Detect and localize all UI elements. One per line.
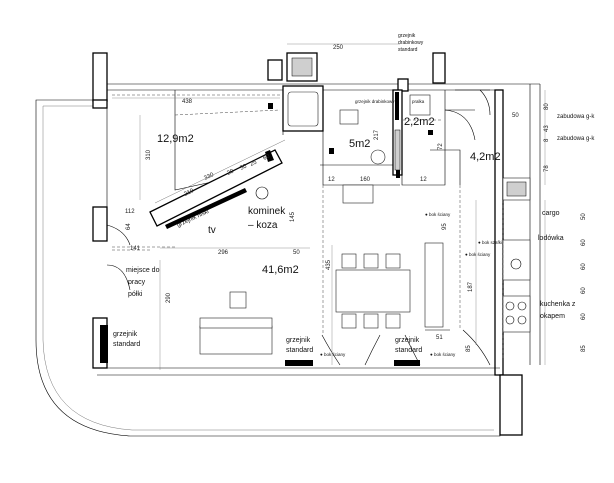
dim-50b: 50 xyxy=(293,250,300,256)
hall xyxy=(321,89,491,366)
dim-r-60b: 60 xyxy=(581,263,587,270)
dim-12a: 12 xyxy=(328,177,335,183)
dim-r-43: 43 xyxy=(544,125,550,132)
label-grzejnik-std-3b: standard xyxy=(395,347,422,354)
label-bok-4: ● bok ściany xyxy=(430,352,456,357)
dim-72: 72 xyxy=(438,143,444,150)
dim-12b: 12 xyxy=(420,177,427,183)
label-bok-1: ● bok ściany xyxy=(425,212,451,217)
label-bok-3: ● bok ściany xyxy=(465,252,491,257)
label-miejsce-1: miejsce do xyxy=(126,267,160,274)
dim-50c: 50 xyxy=(512,113,519,119)
dim-438: 438 xyxy=(182,99,193,105)
dim-310: 310 xyxy=(146,149,152,160)
label-zabudowa-1: zabudowa g-k xyxy=(557,114,595,120)
bath-area: 5m2 xyxy=(349,138,370,150)
dim-64: 64 xyxy=(126,223,132,230)
dim-51: 51 xyxy=(436,335,443,341)
dim-r-8: 8 xyxy=(544,138,550,142)
label-zabudowa-2: zabudowa g-k xyxy=(557,136,595,142)
label-cargo: cargo xyxy=(542,210,560,217)
dim-290: 290 xyxy=(166,292,172,303)
label-pralka: pralka xyxy=(412,99,425,104)
dim-r-60a: 60 xyxy=(581,239,587,246)
dim-296: 296 xyxy=(218,250,229,256)
dim-r-50: 50 xyxy=(581,213,587,220)
label-grzejnik-top-3: standard xyxy=(398,47,418,53)
living-room xyxy=(100,224,420,366)
label-grzejnik-std-2b: standard xyxy=(286,347,313,354)
kitchen xyxy=(502,177,531,360)
plan-labels: kominek – koza tv grzejnik niski grzejni… xyxy=(113,33,595,357)
dim-25: 25 xyxy=(249,159,258,168)
label-bok-2: ● bok szafki xyxy=(478,240,502,245)
label-miejsce-2: pracy xyxy=(128,279,146,286)
label-grzejnik-top-1: grzejnik xyxy=(398,33,416,39)
label-bok-5: ● bok ściany xyxy=(320,352,346,357)
dim-145: 145 xyxy=(290,211,296,222)
dim-187: 187 xyxy=(468,281,474,292)
dim-217: 217 xyxy=(374,129,380,140)
dim-r-78: 78 xyxy=(544,165,550,172)
label-grzejnik-top-2: drabinkowy xyxy=(398,40,424,46)
dim-r-80: 80 xyxy=(544,103,550,110)
dim-20: 20 xyxy=(226,168,235,177)
diagonal-tv-wall xyxy=(149,139,286,229)
label-grzejnik-std-1b: standard xyxy=(113,341,140,348)
dim-219: 219 xyxy=(183,188,195,198)
dim-60: 60 xyxy=(262,153,271,162)
dim-r-60d: 60 xyxy=(581,313,587,320)
label-koza: – koza xyxy=(248,220,278,231)
dim-435: 435 xyxy=(326,259,332,270)
dim-85a: 85 xyxy=(466,345,472,352)
dim-r-60c: 60 xyxy=(581,287,587,294)
bathroom xyxy=(282,85,403,204)
label-kuchenka-1: kuchenka z xyxy=(540,301,576,308)
hall-area: 4,2m2 xyxy=(470,151,501,163)
label-miejsce-3: półki xyxy=(128,291,143,298)
label-kominek: kominek xyxy=(248,206,286,217)
dim-330: 330 xyxy=(203,172,215,182)
label-lodowka: lodówka xyxy=(538,235,564,242)
dim-112: 112 xyxy=(125,209,135,215)
dim-50a: 50 xyxy=(239,163,248,172)
bedroom-area: 12,9m2 xyxy=(157,133,194,145)
label-grzejnik-std-3a: grzejnik xyxy=(395,337,420,344)
dimension-lines xyxy=(112,43,546,370)
dim-250: 250 xyxy=(333,45,344,51)
living-area: 41,6m2 xyxy=(262,264,299,276)
dimension-values: 250 438 310 290 330 219 20 50 25 60 112 … xyxy=(125,45,587,352)
dim-85b: 85 xyxy=(581,345,587,352)
label-kuchenka-2: okapem xyxy=(540,313,565,320)
label-tv: tv xyxy=(208,225,216,236)
label-grzejnik-std-2a: grzejnik xyxy=(286,337,311,344)
dim-95: 95 xyxy=(442,223,448,230)
wc-area: 2,2m2 xyxy=(404,116,435,128)
wc xyxy=(401,90,476,186)
dim-160: 160 xyxy=(360,177,371,183)
dim-141: 141 xyxy=(130,246,141,252)
room-areas: 12,9m2 5m2 2,2m2 4,2m2 41,6m2 xyxy=(157,116,501,276)
label-grzejnik-small: grzejnik drabinkowy xyxy=(355,99,395,104)
balcony xyxy=(35,99,501,437)
top-chimneys xyxy=(267,52,409,92)
label-grzejnik-std-1a: grzejnik xyxy=(113,331,138,338)
